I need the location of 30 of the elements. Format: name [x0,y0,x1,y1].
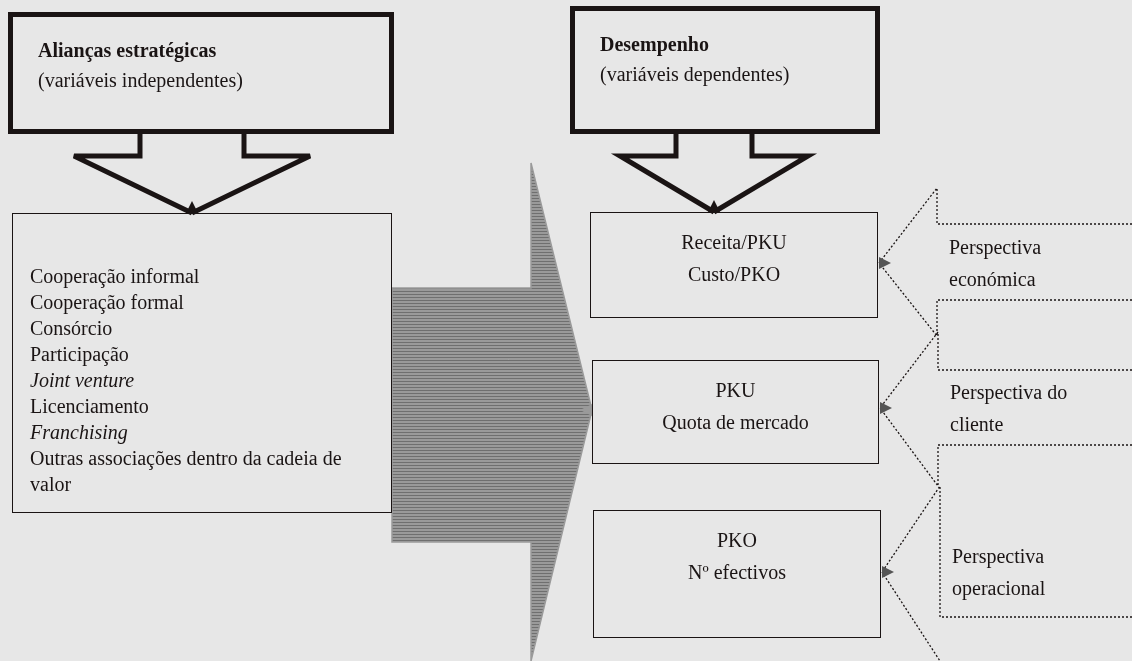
metric-label: Receita/PKU [680,230,788,255]
block-arrow [391,162,593,661]
list-item: Consórcio [30,316,114,341]
callout-heading: Desempenho [600,32,710,58]
list-item: Franchising [30,420,129,445]
metric-label: Quota de mercado [661,410,810,435]
metric-box [590,212,878,318]
callout-box [570,6,880,134]
list-box [12,213,392,513]
list-item: Cooperação informal [30,264,201,289]
list-item: Licenciamento [30,394,150,419]
metric-box [592,360,879,464]
metric-label: Nº efectivos [687,560,787,585]
callout-heading: Alianças estratégicas [38,38,218,64]
edge-label: Perspectiva operacional [952,544,1047,602]
metric-label: PKO [716,528,758,553]
metric-label: PKU [714,378,757,403]
dotted-block-arrow [878,186,1132,338]
list-item: Cooperação formal [30,290,185,315]
callout-box [8,12,394,134]
metric-box [593,510,881,638]
list-item: Outras associações dentro da cadeia de valor [30,446,343,497]
callout-subtitle: (variáveis dependentes) [600,62,791,88]
dotted-block-arrow [879,330,1132,488]
metric-label: Custo/PKO [686,262,782,287]
callout-subtitle: (variáveis independentes) [38,68,244,94]
edge-label: Perspectiva do cliente [950,380,1069,437]
list-item: Joint venture [30,368,136,393]
list-item: Participação [30,342,130,367]
edge-label: Perspectiva económica [949,235,1043,292]
